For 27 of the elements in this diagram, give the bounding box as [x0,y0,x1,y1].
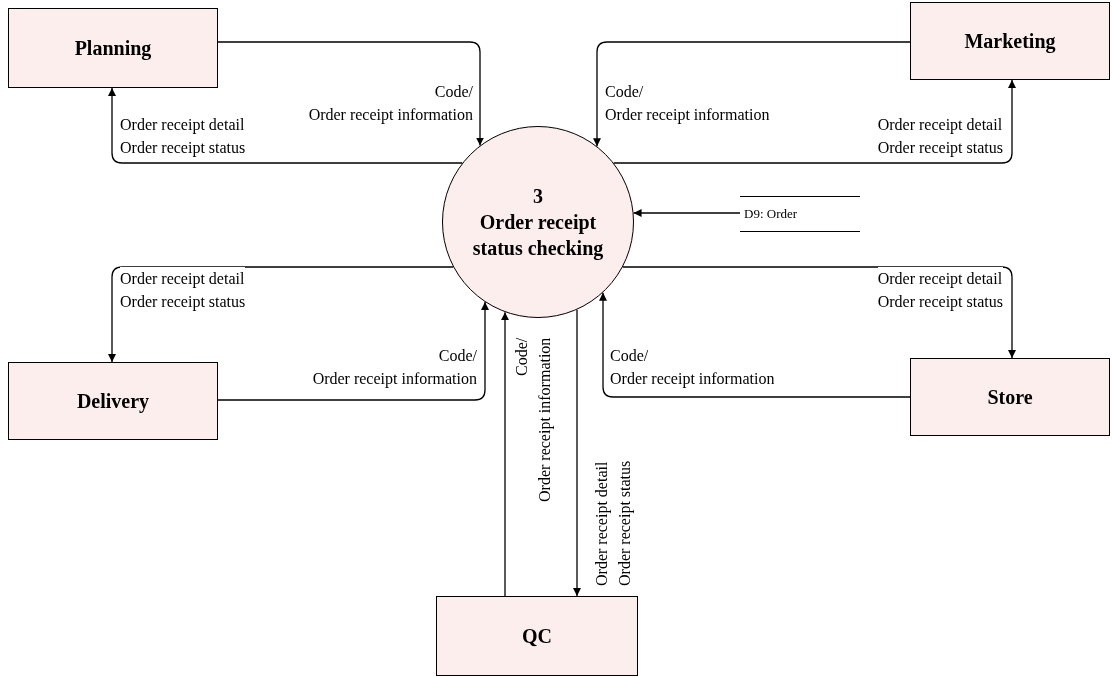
entity-label: QC [522,624,552,649]
arrow [613,79,1016,164]
entity-box [910,2,1110,80]
entity-box [8,362,218,440]
arrow [217,41,484,147]
entity-box [8,8,218,88]
arrow [599,292,911,398]
data-store-label: D9: Order [744,205,798,224]
arrow [573,309,581,597]
process-label: Order receipt status checking [471,210,605,261]
entity-box [910,358,1110,436]
entity-label: Planning [74,36,152,62]
arrow [108,87,463,164]
entity-box [436,596,638,676]
process-number: 3 [533,184,543,209]
arrow [217,301,489,401]
arrow [108,266,454,363]
entity-label: Delivery [76,389,150,415]
entity-label: Store [987,385,1033,410]
arrow [632,209,741,217]
arrow [622,266,1016,359]
arrow [501,311,509,597]
arrow [593,41,911,147]
edge-label: Order receipt detail Order receipt status [120,267,246,313]
data-store [740,196,860,232]
entity-label: Marketing [964,29,1056,55]
edge-label: Order receipt detail Order receipt status [877,267,1003,313]
